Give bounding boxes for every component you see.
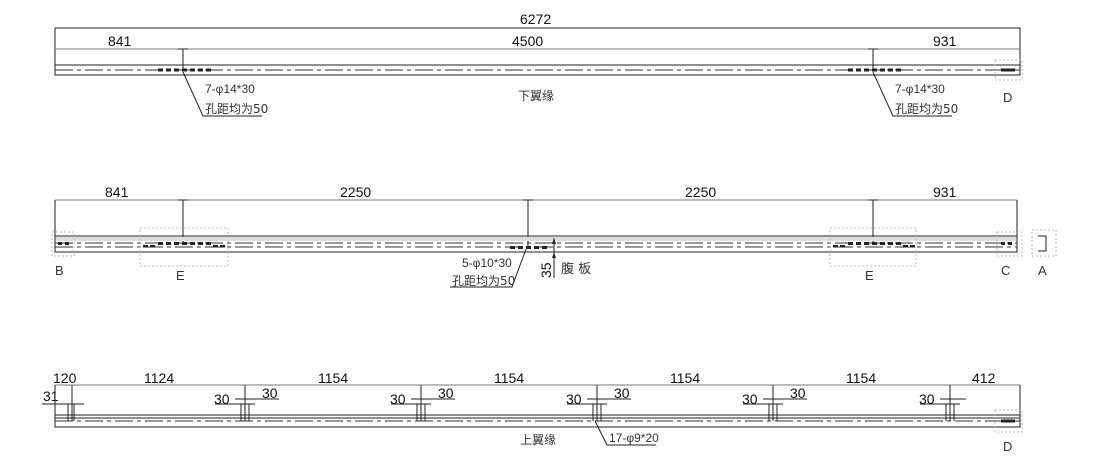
dim-31: 31 — [43, 388, 59, 404]
hole-group-left — [158, 68, 211, 72]
dim-30: 30 — [262, 385, 278, 401]
pitch-note-right: 孔距均为50 — [895, 102, 958, 116]
upper-flange-view: 120 1124 1154 1154 1154 1154 412 31 — [42, 370, 1023, 454]
hole-station-3 — [391, 385, 455, 421]
dim-1154: 1154 — [846, 370, 876, 386]
label-d: D — [1003, 439, 1012, 454]
label-e-left: E — [176, 268, 185, 283]
dim-412: 412 — [972, 370, 996, 386]
dim-30: 30 — [614, 385, 630, 401]
web-view: 841 2250 2250 931 B E E C A — [51, 184, 1057, 288]
label-c: C — [1001, 263, 1010, 278]
hole-group-center — [510, 246, 547, 249]
dim-30: 30 — [390, 391, 406, 407]
detail-box-d — [994, 409, 1023, 433]
detail-box-e-right — [829, 227, 917, 267]
label-e-right: E — [865, 268, 874, 283]
detail-box-b — [51, 231, 75, 257]
dim-1154: 1154 — [318, 370, 348, 386]
leader-line — [594, 420, 656, 446]
hole-group-e2 — [833, 242, 915, 248]
hole-group-e1 — [143, 242, 225, 248]
dim-2250-left: 2250 — [340, 184, 371, 200]
dim-931: 931 — [933, 184, 957, 200]
detail-box-c — [996, 231, 1023, 257]
detail-box-d — [994, 59, 1023, 81]
dim-841: 841 — [105, 184, 129, 200]
dim-1124: 1124 — [144, 370, 174, 386]
dim-931: 931 — [933, 33, 957, 49]
dim-841: 841 — [108, 33, 132, 49]
leader-line — [450, 248, 527, 288]
pitch-note-center: 孔距均为50 — [452, 274, 515, 288]
leader-line — [872, 71, 952, 117]
leader-line — [182, 71, 262, 117]
dim-30: 30 — [790, 385, 806, 401]
channel-section-icon — [1038, 235, 1047, 252]
web-plate — [54, 235, 1018, 253]
detail-box-e-left — [139, 227, 229, 267]
dim-30: 30 — [919, 391, 935, 407]
hole-station-2 — [215, 385, 279, 421]
lower-flange-view: 6272 841 4500 931 7-φ14*30 孔距均为50 7-φ14*… — [54, 11, 1023, 117]
hole-group-right — [848, 68, 901, 72]
label-d: D — [1003, 90, 1012, 105]
hole-note-center: 5-φ10*30 — [462, 256, 512, 270]
web-title: 腹 板 — [561, 261, 591, 277]
detail-box-a — [1031, 229, 1057, 257]
hole-station-4 — [567, 385, 631, 421]
dim-30: 30 — [438, 385, 454, 401]
hole-station-1 — [42, 385, 84, 421]
hole-note-right: 7-φ14*30 — [895, 82, 945, 96]
hole-note-upper: 17-φ9*20 — [609, 431, 659, 445]
label-a: A — [1038, 263, 1047, 278]
label-b: B — [55, 263, 64, 278]
dim-30: 30 — [742, 391, 758, 407]
dim-4500: 4500 — [512, 33, 543, 49]
dim-6272: 6272 — [520, 11, 551, 27]
hole-station-6 — [920, 385, 966, 421]
dim-30: 30 — [566, 391, 582, 407]
dim-35: 35 — [538, 262, 554, 278]
dim-30: 30 — [214, 391, 230, 407]
dim-120: 120 — [53, 370, 77, 386]
hole-note-left: 7-φ14*30 — [205, 82, 255, 96]
hole-station-5 — [743, 385, 807, 421]
dim-2250-right: 2250 — [685, 184, 716, 200]
dim-1154: 1154 — [670, 370, 700, 386]
pitch-note-left: 孔距均为50 — [205, 102, 268, 116]
lower-flange-title: 下翼缘 — [518, 89, 554, 103]
upper-flange-title: 上翼缘 — [520, 433, 556, 447]
dim-1154: 1154 — [494, 370, 524, 386]
